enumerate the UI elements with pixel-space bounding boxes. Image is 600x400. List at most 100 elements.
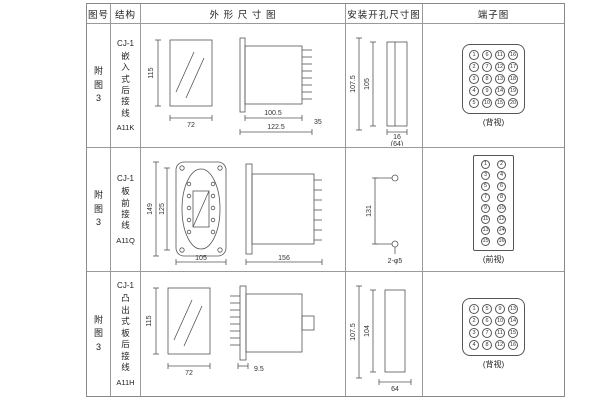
terminal-pin: 4 <box>469 85 479 96</box>
side-view <box>239 37 312 112</box>
terminal-pin: 3 <box>469 328 479 338</box>
terminal-pin: 2 <box>497 159 506 169</box>
terminal-pin: 7 <box>482 328 492 338</box>
drill-holes <box>391 174 398 254</box>
col-header-terminal: 端子图 <box>423 4 564 24</box>
dim-v2: 105 <box>364 78 371 90</box>
dim-v1: 131 <box>366 205 373 217</box>
terminal-pin: 10 <box>495 316 505 326</box>
terminal-pin: 11 <box>495 328 505 338</box>
terminal-pin: 16 <box>508 340 518 350</box>
terminal-pin: 7 <box>482 61 492 72</box>
front-view <box>167 287 210 355</box>
terminal-pin: 3 <box>469 73 479 84</box>
col-header-outline: 外 形 尺 寸 图 <box>141 4 346 24</box>
terminal-pin: 6 <box>482 49 492 60</box>
model-name: CJ-1 <box>117 174 134 184</box>
terminal-pin: 9 <box>495 304 505 314</box>
terminal-pin: 10 <box>497 203 506 213</box>
terminal-pin: 12 <box>495 61 505 72</box>
col-header-mounting: 安装开孔尺寸图 <box>346 4 423 24</box>
model-code: A11H <box>116 377 135 387</box>
terminal-pin: 14 <box>508 316 518 326</box>
dim-v1: 107.5 <box>350 323 357 341</box>
dim-depth: 156 <box>278 255 290 262</box>
col-header-structure: 结构 <box>111 4 141 24</box>
dim-v1: 107.5 <box>350 75 357 93</box>
dim-tail: 35 <box>314 119 322 126</box>
terminal-pin: 1 <box>481 159 490 169</box>
structure-cell-3: CJ-1 凸出式板后接线 A11H <box>111 272 141 396</box>
terminal-pin: 13 <box>508 304 518 314</box>
outline-cell-3: 115 72 9.5 <box>141 272 346 396</box>
mounting-cell-1: 107.5 105 16 (64) <box>346 24 423 148</box>
terminal-pin: 1 <box>469 304 479 314</box>
terminal-pin: 2 <box>469 316 479 326</box>
model-name: CJ-1 <box>117 38 134 48</box>
terminal-pin: 3 <box>481 170 490 180</box>
figure-number: 附图3 <box>93 190 103 228</box>
side-view <box>245 163 322 254</box>
structure-cell-1: CJ-1 嵌入式后接线 A11K <box>111 24 141 148</box>
terminal-pin: 11 <box>481 214 490 224</box>
dim-width: 72 <box>185 370 193 377</box>
structure-cell-2: CJ-1 板前接线 A11Q <box>111 148 141 272</box>
dim-height: 115 <box>146 315 153 326</box>
structure-desc: 嵌入式后接线 <box>121 50 130 118</box>
dim-lines <box>355 285 411 385</box>
model-code: A11K <box>116 123 135 133</box>
terminal-pin: 14 <box>497 225 506 235</box>
terminal-pin: 7 <box>481 192 490 202</box>
structure-desc: 凸出式板后接线 <box>121 293 130 373</box>
terminal-pin: 12 <box>495 340 505 350</box>
dim-v2: 104 <box>364 325 371 337</box>
mounting-drawing-a11k: 107.5 105 16 (64) <box>350 37 407 146</box>
figure-number: 附图3 <box>93 314 103 352</box>
dim-lines <box>152 161 226 265</box>
terminal-pin: 18 <box>508 73 518 84</box>
hole-note: 2-φ5 <box>387 258 402 265</box>
figure-cell-3: 附图3 <box>87 272 111 396</box>
terminal-pin: 8 <box>482 340 492 350</box>
mounting-drawing-a11q: 131 2-φ5 <box>366 174 402 265</box>
outline-drawing-a11h: 115 72 9.5 <box>146 285 314 377</box>
dim-lines <box>154 39 212 121</box>
dim-w: 64 <box>391 386 399 393</box>
dim-total: 122.5 <box>267 124 285 131</box>
figure-number: 附图3 <box>93 66 103 104</box>
terminal-pin: 16 <box>508 49 518 60</box>
terminal-pin: 11 <box>495 49 505 60</box>
model-code: A11Q <box>116 235 135 245</box>
outline-cell-2: 149 125 105 156 <box>141 148 346 272</box>
col-header-figure: 图号 <box>87 4 111 24</box>
terminal-pin: 5 <box>469 97 479 108</box>
terminal-pin: 6 <box>497 181 506 191</box>
dim-lines <box>355 37 407 135</box>
side-view <box>229 285 314 361</box>
dim-width: 105 <box>195 255 207 262</box>
dim-w: 16 <box>393 134 401 141</box>
terminal-pin: 8 <box>497 192 506 202</box>
terminal-pin: 9 <box>481 203 490 213</box>
outline-drawing-a11q: 149 125 105 156 <box>147 161 322 265</box>
terminal-pin: 13 <box>495 73 505 84</box>
front-view <box>169 39 212 106</box>
dim-lines-side <box>245 258 322 265</box>
dim-depth: 100.5 <box>264 110 282 117</box>
mounting-drawing-a11h: 107.5 104 64 <box>350 285 411 393</box>
mounting-cell-3: 107.5 104 64 <box>346 272 423 396</box>
